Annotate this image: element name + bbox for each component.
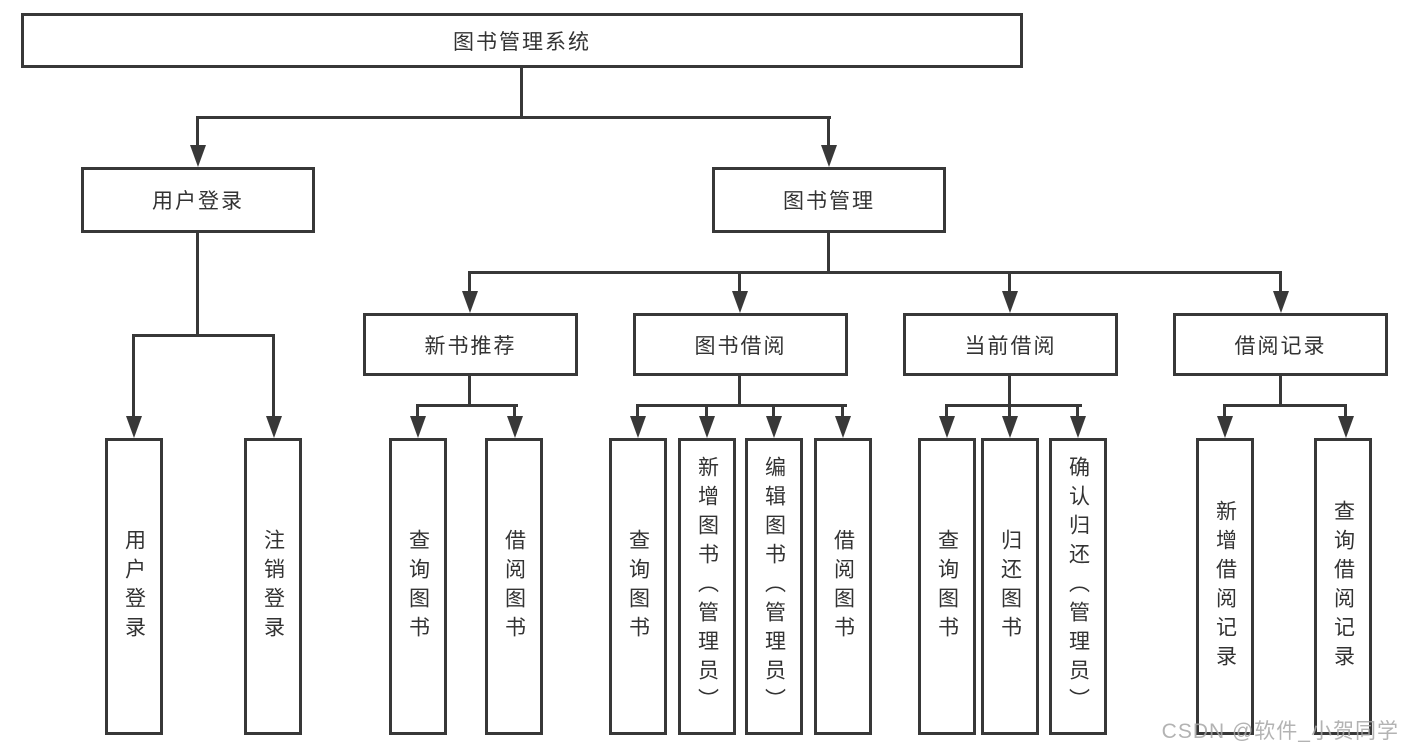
node-current-borrowing: 当前借阅 <box>903 313 1118 376</box>
connector-line <box>827 116 830 154</box>
arrow-down-icon <box>1002 291 1018 313</box>
connector-line <box>272 334 275 418</box>
connector-line <box>1223 404 1347 407</box>
leaf-confirm-return-admin: 确认归还（管理员） <box>1049 438 1107 735</box>
connector-line <box>1223 404 1226 418</box>
leaf-query-borrow-record: 查询借阅记录 <box>1314 438 1372 735</box>
arrow-down-icon <box>732 291 748 313</box>
connector-line <box>1008 376 1011 406</box>
connector-line <box>196 116 199 154</box>
connector-line <box>513 404 516 418</box>
connector-line <box>945 404 948 418</box>
connector-line <box>1076 404 1079 418</box>
arrow-down-icon <box>821 145 837 167</box>
arrow-down-icon <box>1273 291 1289 313</box>
arrow-down-icon <box>1217 416 1233 438</box>
connector-line <box>827 233 830 273</box>
connector-line <box>1008 404 1011 418</box>
arrow-down-icon <box>1338 416 1354 438</box>
connector-line <box>738 376 741 406</box>
leaf-add-borrow-record: 新增借阅记录 <box>1196 438 1254 735</box>
arrow-down-icon <box>507 416 523 438</box>
node-user-login: 用户登录 <box>81 167 315 233</box>
arrow-down-icon <box>1070 416 1086 438</box>
connector-line <box>196 232 199 337</box>
connector-line <box>1279 376 1282 406</box>
leaf-query-books-recommend: 查询图书 <box>389 438 447 735</box>
csdn-watermark: CSDN @软件_小贺同学 <box>1161 720 1399 743</box>
connector-line <box>636 404 639 418</box>
connector-line <box>772 404 775 418</box>
arrow-down-icon <box>835 416 851 438</box>
connector-line <box>468 271 1282 274</box>
arrow-down-icon <box>410 416 426 438</box>
leaf-query-books-borrowing: 查询图书 <box>609 438 667 735</box>
leaf-user-login: 用户登录 <box>105 438 163 735</box>
connector-line <box>416 404 419 418</box>
node-library-management-system: 图书管理系统 <box>21 13 1023 68</box>
leaf-edit-book-admin: 编辑图书（管理员） <box>745 438 803 735</box>
leaf-query-books-current: 查询图书 <box>918 438 976 735</box>
connector-line <box>468 376 471 406</box>
connector-line <box>1008 271 1011 293</box>
connector-line <box>636 404 847 407</box>
connector-line <box>841 404 844 418</box>
connector-line <box>520 68 523 118</box>
arrow-down-icon <box>190 145 206 167</box>
arrow-down-icon <box>939 416 955 438</box>
connector-line <box>1279 271 1282 293</box>
connector-line <box>468 271 471 293</box>
arrow-down-icon <box>1002 416 1018 438</box>
connector-line <box>416 404 518 407</box>
node-book-borrowing: 图书借阅 <box>633 313 848 376</box>
node-new-book-recommendation: 新书推荐 <box>363 313 578 376</box>
connector-line <box>705 404 708 418</box>
arrow-down-icon <box>766 416 782 438</box>
connector-line <box>132 334 135 418</box>
arrow-down-icon <box>630 416 646 438</box>
arrow-down-icon <box>462 291 478 313</box>
connector-line <box>132 334 275 337</box>
leaf-return-book: 归还图书 <box>981 438 1039 735</box>
connector-line <box>1344 404 1347 418</box>
connector-line <box>196 116 831 119</box>
arrow-down-icon <box>266 416 282 438</box>
arrow-down-icon <box>126 416 142 438</box>
node-book-management: 图书管理 <box>712 167 946 233</box>
leaf-add-book-admin: 新增图书（管理员） <box>678 438 736 735</box>
leaf-logout: 注销登录 <box>244 438 302 735</box>
leaf-borrow-books-recommend: 借阅图书 <box>485 438 543 735</box>
arrow-down-icon <box>699 416 715 438</box>
node-borrowing-records: 借阅记录 <box>1173 313 1388 376</box>
connector-line <box>738 271 741 293</box>
leaf-borrow-books-borrowing: 借阅图书 <box>814 438 872 735</box>
connector-line <box>945 404 1082 407</box>
